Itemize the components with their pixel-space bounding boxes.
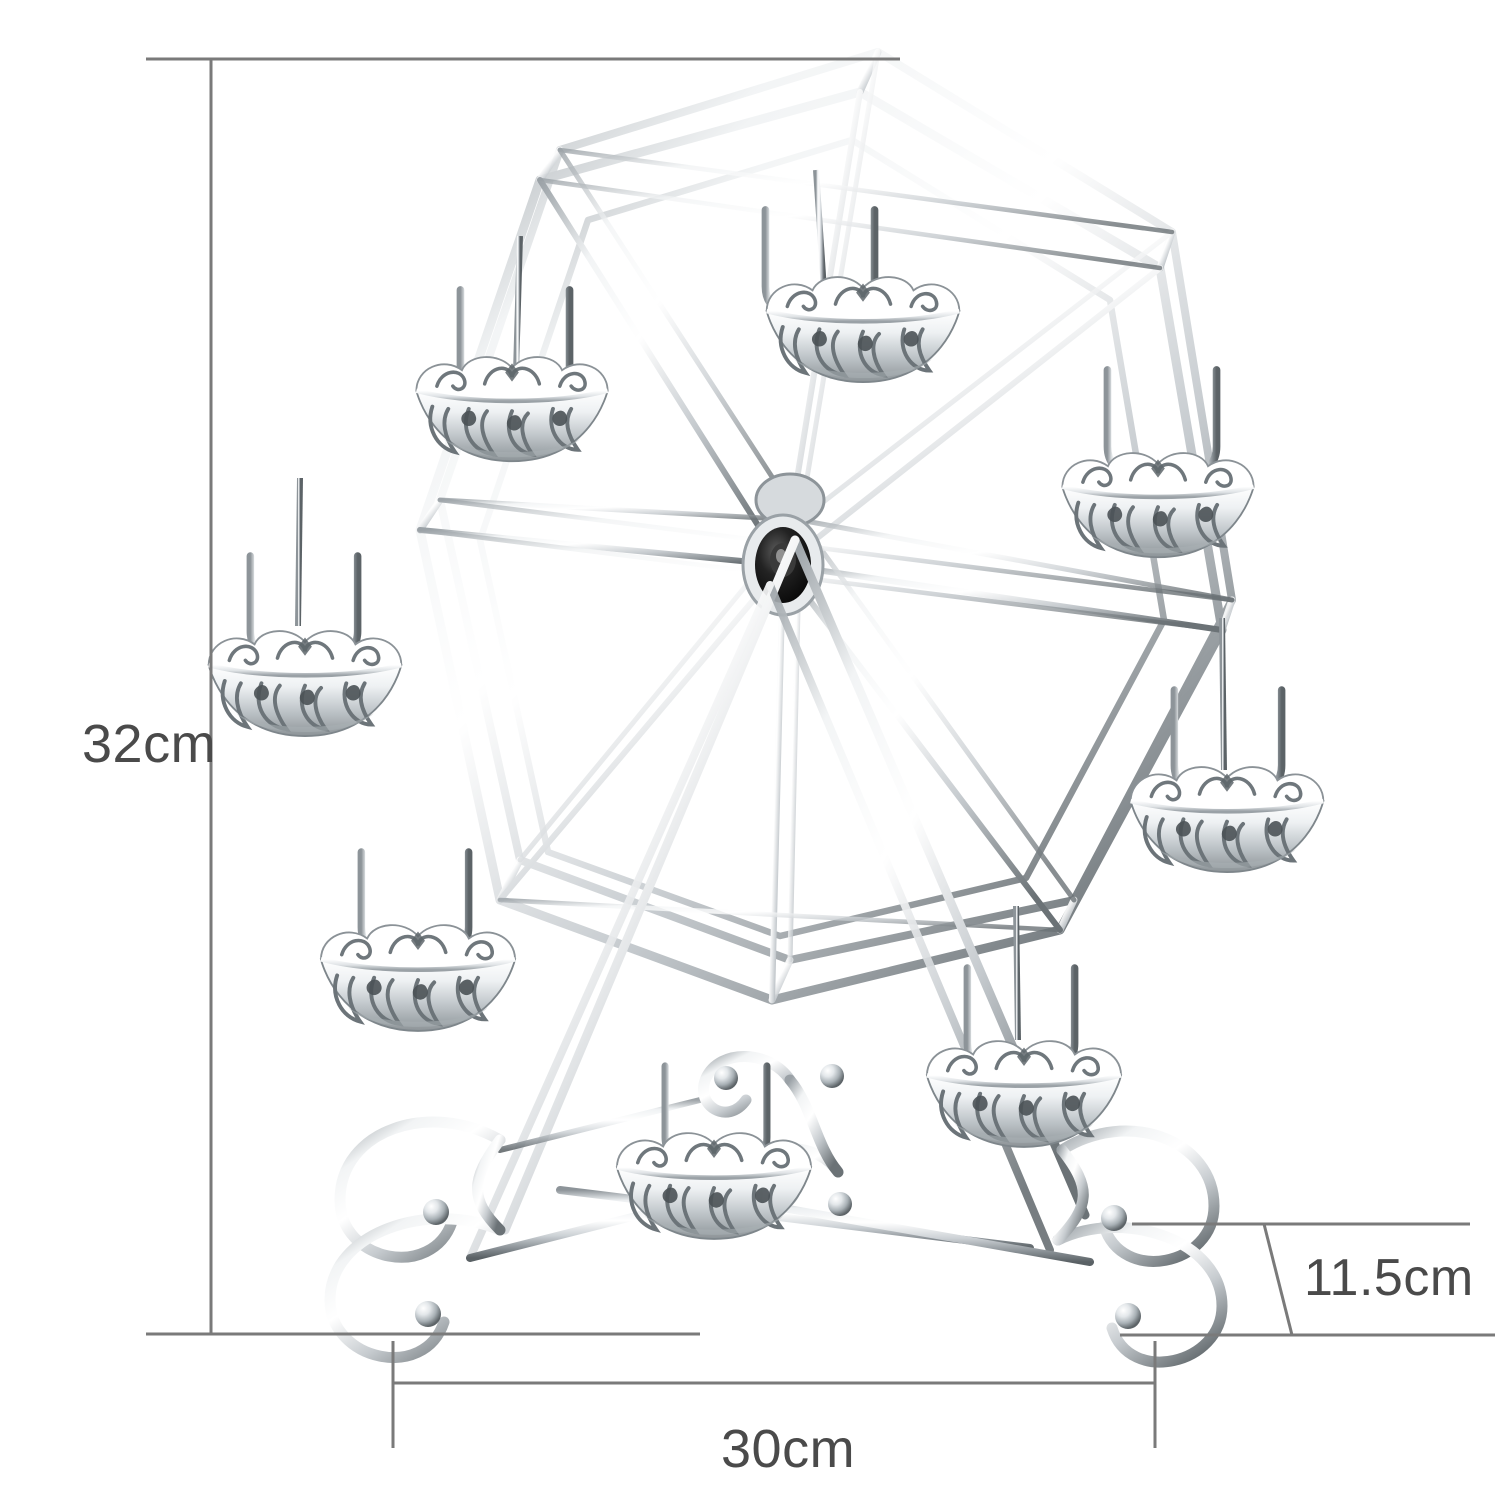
width-dimension-line [391,1341,1157,1448]
cupcake-basket [617,1010,811,1239]
cupcake-basket [1062,238,1253,557]
base-scrollwork [324,1051,1228,1368]
cupcake-basket [209,477,402,736]
cupcake-basket [765,169,959,382]
cupcake-basket [1131,617,1324,872]
cupcake-basket [416,235,607,461]
depth-dimension-label: 11.5cm [1304,1249,1474,1307]
height-dimension-label: 32cm [82,714,217,774]
cupcake-baskets-group [209,169,1324,1239]
height-dimension-line [146,57,900,1336]
depth-dimension-line [1120,1222,1495,1337]
dimension-annotations [146,57,1495,1448]
wheel-inner-ring [476,136,1168,940]
wheel-hub [741,472,826,617]
width-dimension-label: 30cm [721,1419,856,1479]
cupcake-basket [321,780,515,1031]
cupcake-basket [927,905,1121,1147]
